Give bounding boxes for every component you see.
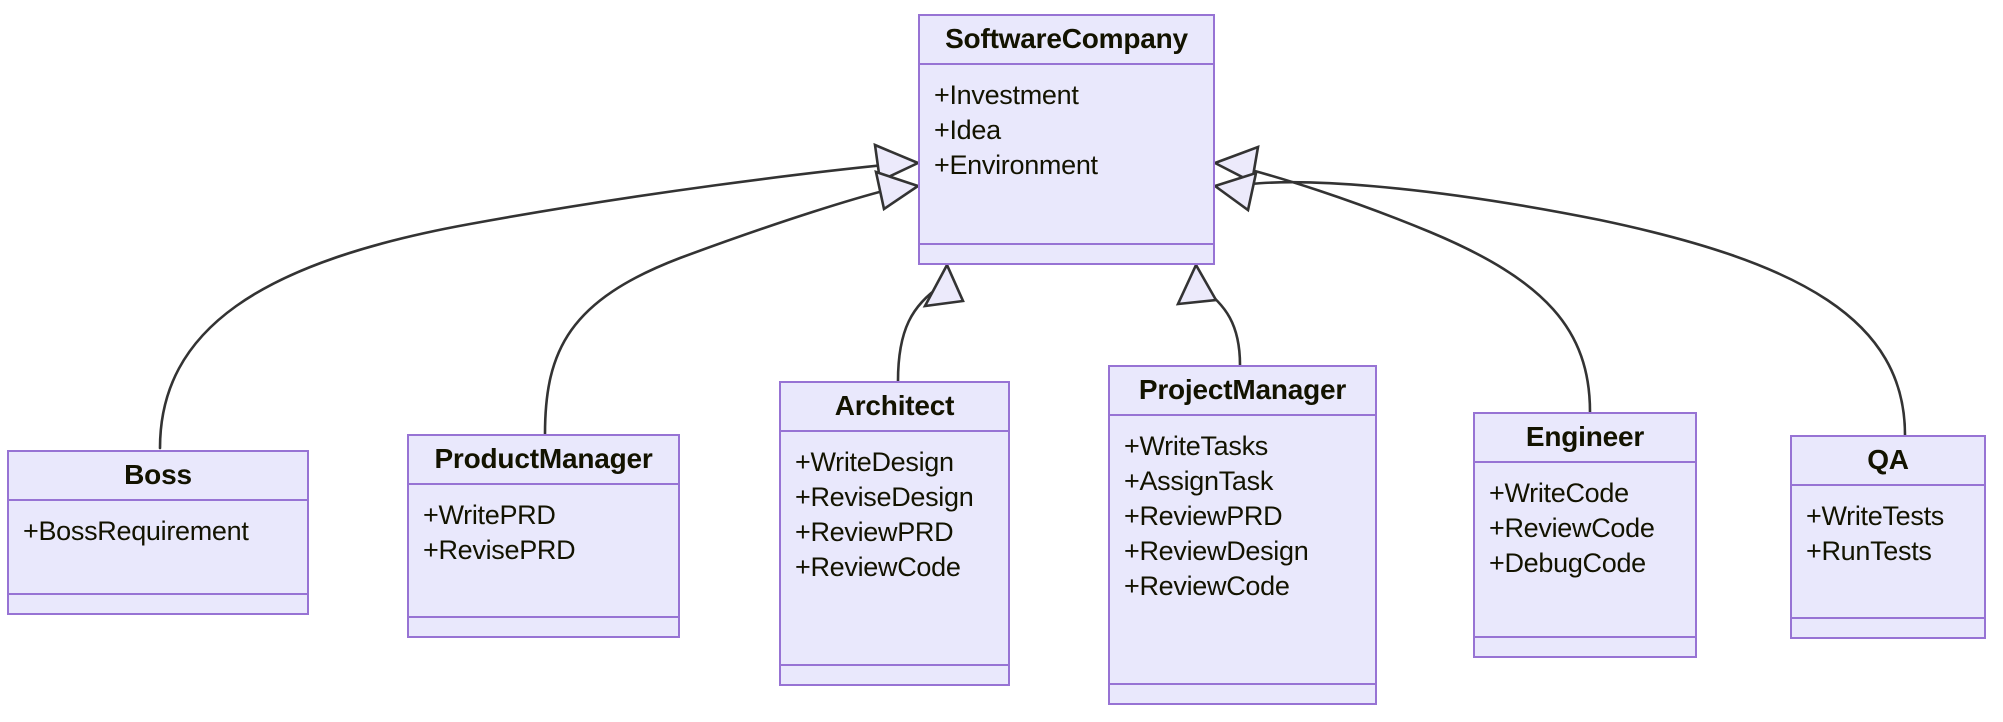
uml-attribute: +Environment [934,150,1098,181]
uml-attribute: +WriteCode [1489,478,1629,509]
uml-class-title-project-manager: ProjectManager [1110,367,1375,417]
uml-attributes-project-manager: +WriteTasks +AssignTask +ReviewPRD +Revi… [1110,416,1375,685]
uml-class-title-engineer: Engineer [1475,414,1695,464]
uml-attributes-qa: +WriteTests +RunTests [1792,486,1984,619]
uml-class-product-manager[interactable]: ProductManager +WritePRD +RevisePRD [407,434,680,638]
uml-methods-engineer [1475,638,1695,656]
uml-methods-software-company [920,245,1213,263]
uml-attribute: +ReviewPRD [1124,501,1283,532]
uml-methods-product-manager [409,618,678,636]
uml-attribute: +Idea [934,115,1001,146]
generalization-arrowhead-boss [873,142,922,183]
uml-class-software-company[interactable]: SoftwareCompany +Investment +Idea +Envir… [918,14,1215,265]
uml-attributes-engineer: +WriteCode +ReviewCode +DebugCode [1475,463,1695,638]
uml-attribute: +ReviewPRD [795,517,954,548]
uml-attribute: +ReviewDesign [1124,535,1309,566]
uml-attribute: +DebugCode [1489,548,1646,579]
generalization-arrowhead-productmanager [874,170,921,212]
uml-attribute: +ReviseDesign [795,482,974,513]
uml-class-architect[interactable]: Architect +WriteDesign +ReviseDesign +Re… [779,381,1010,686]
uml-attributes-architect: +WriteDesign +ReviseDesign +ReviewPRD +R… [781,432,1008,666]
uml-attribute: +WriteDesign [795,447,954,478]
uml-attribute: +RevisePRD [423,535,576,566]
edge-projectmanager-to-softwarecompany [1198,284,1242,367]
uml-class-project-manager[interactable]: ProjectManager +WriteTasks +AssignTask +… [1108,365,1377,705]
uml-attribute: +ReviewCode [1489,513,1655,544]
uml-attribute: +WriteTests [1806,501,1944,532]
uml-attributes-boss: +BossRequirement [9,501,307,595]
uml-attributes-product-manager: +WritePRD +RevisePRD [409,485,678,618]
uml-class-engineer[interactable]: Engineer +WriteCode +ReviewCode +DebugCo… [1473,412,1697,658]
uml-methods-qa [1792,619,1984,637]
generalization-arrowhead-projectmanager [1175,262,1219,306]
uml-class-title-product-manager: ProductManager [409,436,678,486]
uml-attribute: +WritePRD [423,500,556,531]
uml-class-title-boss: Boss [9,452,307,502]
uml-attribute: +BossRequirement [23,516,249,547]
edge-architect-to-softwarecompany [896,283,944,383]
uml-class-qa[interactable]: QA +WriteTests +RunTests [1790,435,1986,639]
uml-class-title-architect: Architect [781,383,1008,433]
uml-attribute: +ReviewCode [1124,570,1290,601]
uml-attribute: +WriteTasks [1124,431,1268,462]
uml-attribute: +RunTests [1806,536,1932,567]
uml-class-boss[interactable]: Boss +BossRequirement [7,450,309,615]
generalization-arrowhead-engineer [1211,144,1260,184]
uml-attribute: +Investment [934,80,1079,111]
uml-attribute: +AssignTask [1124,466,1274,497]
uml-methods-architect [781,666,1008,684]
generalization-arrowhead-qa [1212,171,1258,213]
uml-class-title-software-company: SoftwareCompany [920,16,1213,66]
uml-attributes-software-company: +Investment +Idea +Environment [920,65,1213,245]
uml-class-title-qa: QA [1792,437,1984,487]
uml-attribute: +ReviewCode [795,551,961,582]
generalization-arrowhead-architect [922,262,965,308]
uml-methods-project-manager [1110,685,1375,703]
uml-methods-boss [9,595,307,613]
